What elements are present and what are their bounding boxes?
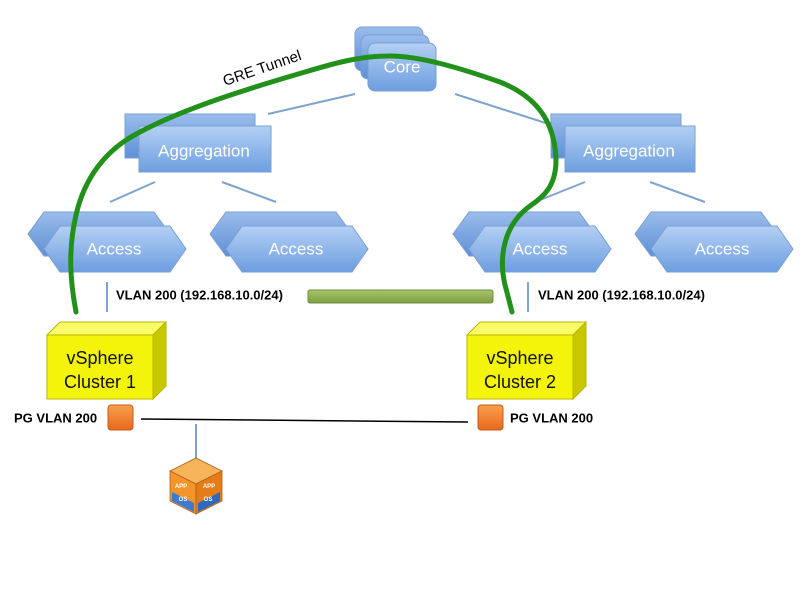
pg-right-label: PG VLAN 200	[510, 410, 593, 425]
vlan-extension-bar	[307, 289, 494, 304]
aggregation-right-node: Aggregation	[550, 113, 696, 173]
access-3-node: Access	[452, 211, 612, 273]
link-agg-left-access-1	[109, 181, 156, 203]
access-2-node: Access	[209, 211, 369, 273]
vlan-left-label: VLAN 200 (192.168.10.0/24)	[116, 287, 283, 302]
access-3-label: Access	[513, 239, 568, 258]
core-node: Core	[354, 26, 437, 92]
pg-link	[140, 418, 469, 423]
vm-icon: APP APP OS OS	[169, 457, 223, 515]
access-4-label: Access	[695, 239, 750, 258]
gre-tunnel-path	[68, 53, 559, 315]
pg-port-right	[477, 404, 504, 431]
vm-os-text-left: OS	[179, 497, 188, 503]
vm-app-text-left: APP	[175, 484, 187, 490]
cluster-2-line2: Cluster 2	[484, 372, 556, 392]
link-core-agg-left	[267, 93, 356, 115]
access-4-node: Access	[634, 211, 794, 273]
vsphere-cluster-1: vSphere Cluster 1	[45, 320, 168, 401]
vsphere-cluster-2: vSphere Cluster 2	[465, 320, 588, 401]
cluster-1-line2: Cluster 1	[64, 372, 136, 392]
vm-app-text-right: APP	[203, 484, 215, 490]
link-agg-right-access-4	[649, 181, 706, 203]
uplinks	[106, 93, 706, 458]
core-label: Core	[384, 57, 421, 76]
aggregation-right-label: Aggregation	[583, 141, 675, 160]
cluster-2-line1: vSphere	[486, 348, 553, 368]
cluster-1-line1: vSphere	[66, 348, 133, 368]
pg-port-left	[107, 404, 134, 431]
aggregation-left-node: Aggregation	[124, 113, 272, 173]
vm-os-text-right: OS	[204, 497, 213, 503]
link-core-agg-right	[454, 93, 556, 127]
link-agg-left-access-2	[221, 181, 277, 203]
aggregation-left-label: Aggregation	[158, 141, 250, 160]
pg-left-label: PG VLAN 200	[14, 410, 97, 425]
access-1-node: Access	[27, 211, 187, 273]
access-2-label: Access	[269, 239, 324, 258]
vlan-right-label: VLAN 200 (192.168.10.0/24)	[538, 287, 705, 302]
access-1-label: Access	[87, 239, 142, 258]
